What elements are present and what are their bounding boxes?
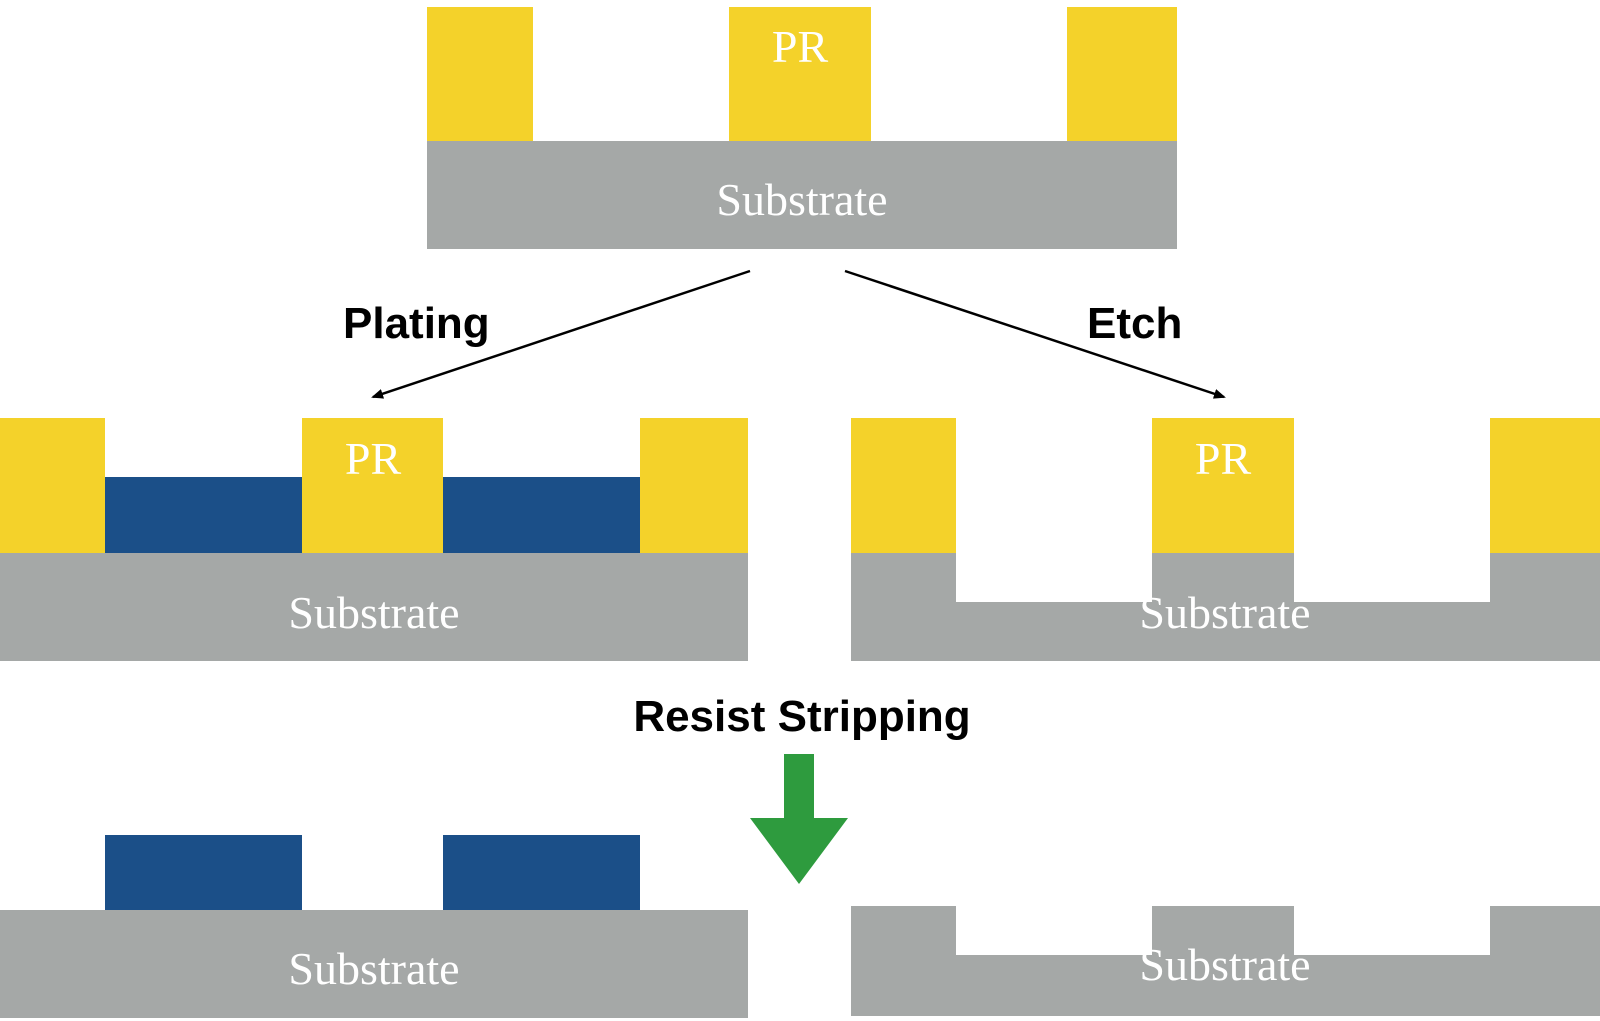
pr-label: PR xyxy=(345,433,402,484)
substrate-block xyxy=(0,910,748,1018)
photoresist-block xyxy=(1152,418,1294,553)
photoresist-block xyxy=(0,418,105,553)
final-plated-stack: Substrate xyxy=(0,835,748,1018)
plating-label: Plating xyxy=(343,299,490,348)
plated-metal-block xyxy=(443,835,640,910)
plated-metal-block xyxy=(105,835,302,910)
photoresist-block xyxy=(1490,418,1600,553)
photoresist-block xyxy=(851,418,956,553)
substrate-block xyxy=(0,553,748,661)
etch-arrow xyxy=(844,269,1226,399)
etched-substrate xyxy=(851,553,1600,661)
substrate-label: Substrate xyxy=(288,587,459,638)
substrate-label: Substrate xyxy=(288,943,459,994)
etched-substrate xyxy=(851,906,1600,1016)
photoresist-block xyxy=(302,418,443,553)
pr-label: PR xyxy=(772,21,829,72)
substrate-label: Substrate xyxy=(1139,939,1310,990)
substrate-block xyxy=(427,141,1177,249)
substrate-label: Substrate xyxy=(716,174,887,225)
final-etched-stack: Substrate xyxy=(851,906,1600,1016)
etched-stack: PR Substrate xyxy=(851,418,1600,661)
plating-arrow xyxy=(371,269,751,399)
photoresist-block xyxy=(427,7,533,141)
photoresist-block xyxy=(729,7,871,141)
resist-stripping-label: Resist Stripping xyxy=(633,692,970,741)
plated-metal-block xyxy=(443,477,640,553)
photoresist-block xyxy=(640,418,748,553)
substrate-label: Substrate xyxy=(1139,587,1310,638)
photoresist-block xyxy=(1067,7,1177,141)
down-arrow-icon xyxy=(750,754,848,884)
initial-stack: PR Substrate xyxy=(427,7,1177,249)
plated-stack: PR Substrate xyxy=(0,418,748,661)
etch-label: Etch xyxy=(1087,299,1182,348)
pr-label: PR xyxy=(1195,433,1252,484)
plated-metal-block xyxy=(105,477,302,553)
